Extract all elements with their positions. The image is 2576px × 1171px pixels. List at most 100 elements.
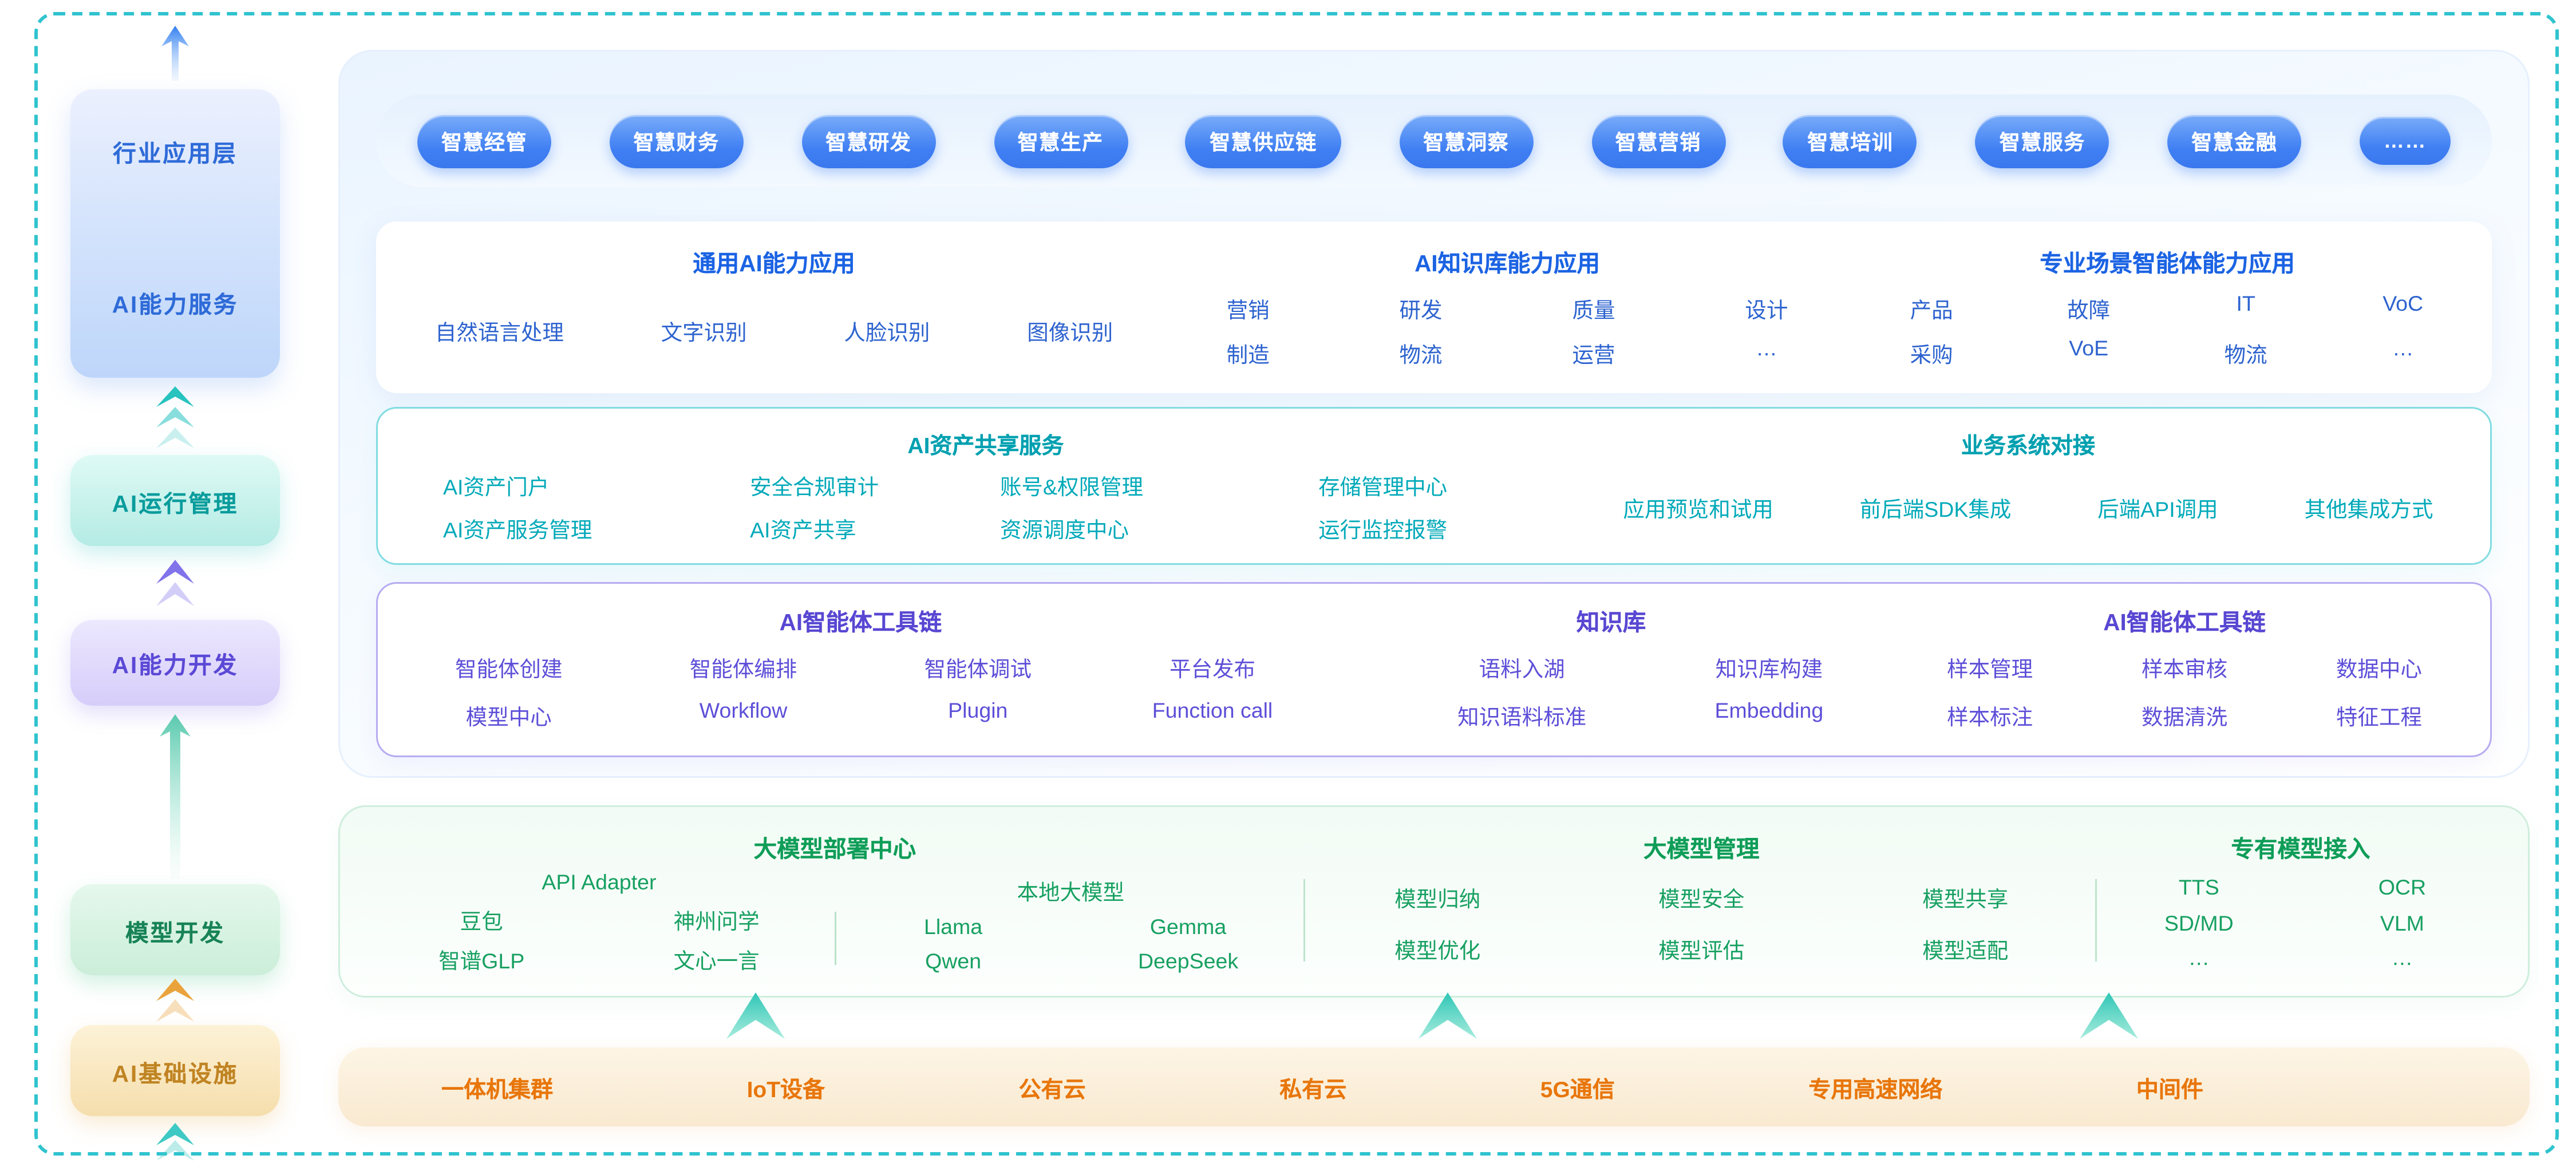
up-chevrons-icon bbox=[156, 386, 194, 448]
application-capability-panel: 智慧经管 智慧财务 智慧研发 智慧生产 智慧供应链 智慧洞察 智慧营销 智慧培训… bbox=[338, 50, 2530, 778]
general-ai-capability-group: 通用AI能力应用 自然语言处理 文字识别 人脸识别 图像识别 bbox=[386, 235, 1161, 383]
business-system-integration-group: 业务系统对接 应用预览和试用 前后端SDK集成 后端API调用 其他集成方式 bbox=[1580, 419, 2476, 553]
app-pill-more: …… bbox=[2359, 117, 2451, 165]
capability-item: 制造 bbox=[1226, 343, 1270, 368]
vertical-divider bbox=[2095, 879, 2097, 962]
sample-item: 样本管理 bbox=[1947, 658, 2033, 682]
scenario-agent-capability-group: 专业场景智能体能力应用 产品 故障 IT VoC 采购 VoE 物流 … bbox=[1853, 235, 2482, 383]
model-deployment-group: 大模型部署中心 API Adapter 豆包 神州问学 智谱GLP 文心一言 本… bbox=[364, 821, 1306, 982]
up-arrow-icon bbox=[156, 979, 194, 1022]
asset-item: 存储管理中心 bbox=[1318, 476, 1448, 500]
toolchain-item: 智能体调试 bbox=[924, 658, 1032, 682]
model-item: 神州问学 bbox=[673, 909, 760, 933]
model-item: 模型评估 bbox=[1658, 938, 1745, 963]
capability-item: 故障 bbox=[2067, 298, 2111, 322]
app-pill: 智慧培训 bbox=[1783, 114, 1918, 168]
capability-item: … bbox=[2392, 337, 2414, 361]
app-pill: 智慧金融 bbox=[2167, 114, 2302, 168]
knowledge-item: 知识语料标准 bbox=[1457, 705, 1587, 729]
knowledge-item: Embedding bbox=[1714, 698, 1824, 722]
infrastructure-item: 一体机集群 bbox=[441, 1075, 554, 1102]
model-item: SD/MD bbox=[2164, 911, 2234, 935]
infrastructure-item: 专用高速网络 bbox=[1808, 1075, 1943, 1102]
capability-items-grid: 产品 故障 IT VoC 采购 VoE 物流 … bbox=[1853, 278, 2482, 383]
capability-item: … bbox=[1756, 337, 1777, 361]
toolchain-item: Function call bbox=[1152, 698, 1273, 722]
integration-items-row: 应用预览和试用 前后端SDK集成 后端API调用 其他集成方式 bbox=[1580, 460, 2476, 553]
up-arrow-icon bbox=[161, 26, 189, 81]
integration-item: 前后端SDK集成 bbox=[1859, 497, 2012, 521]
capability-item: IT bbox=[2236, 291, 2255, 315]
model-item: Llama bbox=[924, 915, 983, 939]
app-pill: 智慧研发 bbox=[801, 114, 936, 168]
app-pill: 智慧服务 bbox=[1975, 114, 2109, 168]
asset-item: 资源调度中心 bbox=[1000, 517, 1129, 542]
agent-toolchain-card: AI智能体工具链 智能体创建 智能体编排 智能体调试 平台发布 模型中心 Wor… bbox=[376, 582, 2492, 757]
infrastructure-item: IoT设备 bbox=[746, 1075, 825, 1102]
infrastructure-item: 公有云 bbox=[1018, 1075, 1086, 1102]
group-title: AI知识库能力应用 bbox=[1415, 251, 1601, 276]
asset-item: 安全合规审计 bbox=[750, 476, 879, 500]
capability-item: 研发 bbox=[1399, 298, 1443, 322]
toolchain-item: 平台发布 bbox=[1170, 658, 1256, 682]
group-title: 大模型部署中心 bbox=[753, 836, 916, 862]
asset-item: AI资产门户 bbox=[443, 476, 550, 500]
sample-item: 数据清洗 bbox=[2142, 705, 2228, 729]
knowledge-item: 语料入湖 bbox=[1479, 658, 1565, 682]
sample-item: 数据中心 bbox=[2336, 658, 2422, 682]
local-models-subgroup: 本地大模型 Llama Gemma Qwen DeepSeek bbox=[836, 864, 1306, 982]
subgroup-title: API Adapter bbox=[542, 871, 657, 895]
architecture-main: 智慧经管 智慧财务 智慧研发 智慧生产 智慧供应链 智慧洞察 智慧营销 智慧培训… bbox=[338, 50, 2530, 1149]
layer-label: 模型开发 bbox=[125, 919, 225, 945]
infrastructure-item: 私有云 bbox=[1279, 1075, 1347, 1102]
capability-item: VoC bbox=[2383, 291, 2424, 315]
sidebar-layer-industry-application: 行业应用层 AI能力服务 bbox=[70, 89, 280, 378]
app-pill: 智慧营销 bbox=[1591, 114, 1725, 168]
sample-items-grid: 样本管理 样本审核 数据中心 样本标注 数据清洗 特征工程 bbox=[1893, 637, 2476, 745]
group-title: 专业场景智能体能力应用 bbox=[2040, 251, 2295, 276]
model-item: 文心一言 bbox=[673, 949, 760, 974]
model-item: 模型安全 bbox=[1658, 888, 1745, 912]
up-arrow-icon bbox=[160, 714, 191, 879]
capability-item: 物流 bbox=[1399, 343, 1443, 368]
group-title: 专有模型接入 bbox=[2231, 836, 2370, 862]
layer-label: AI能力开发 bbox=[112, 652, 239, 678]
capability-item: 物流 bbox=[2224, 343, 2267, 368]
group-title: 通用AI能力应用 bbox=[693, 251, 855, 276]
toolchain-item: 智能体创建 bbox=[455, 658, 563, 682]
capability-item: 运营 bbox=[1572, 343, 1615, 368]
integration-item: 应用预览和试用 bbox=[1623, 497, 1773, 521]
capability-item: 设计 bbox=[1745, 298, 1788, 322]
sidebar-layer-ai-operation: AI运行管理 bbox=[70, 455, 280, 546]
capability-item: 产品 bbox=[1910, 298, 1953, 322]
up-arrow-icon bbox=[2080, 992, 2138, 1039]
model-item: 模型共享 bbox=[1922, 888, 2009, 912]
toolchain-item: 模型中心 bbox=[465, 705, 552, 729]
sidebar-layer-ai-capability-development: AI能力开发 bbox=[70, 620, 280, 706]
knowledge-item: 知识库构建 bbox=[1715, 658, 1823, 682]
layer-label: AI能力服务 bbox=[112, 292, 239, 318]
layer-label: 行业应用层 bbox=[113, 141, 238, 167]
capability-item: 图像识别 bbox=[1027, 321, 1113, 345]
vertical-divider bbox=[833, 912, 836, 965]
asset-item: AI资产服务管理 bbox=[443, 517, 592, 542]
asset-sharing-group: AI资产共享服务 AI资产门户 安全合规审计 账号&权限管理 存储管理中心 AI… bbox=[392, 419, 1580, 553]
group-title: 大模型管理 bbox=[1643, 836, 1760, 862]
model-item: OCR bbox=[2378, 875, 2427, 900]
layer-label: AI运行管理 bbox=[112, 490, 239, 516]
capability-item: 人脸识别 bbox=[844, 321, 930, 345]
subgroup-title: 本地大模型 bbox=[1017, 880, 1125, 904]
infrastructure-item: 5G通信 bbox=[1540, 1075, 1615, 1102]
model-item: TTS bbox=[2178, 875, 2219, 900]
large-model-panel: 大模型部署中心 API Adapter 豆包 神州问学 智谱GLP 文心一言 本… bbox=[338, 805, 2530, 998]
up-arrow-icon bbox=[1419, 992, 1477, 1039]
group-title: 知识库 bbox=[1576, 610, 1646, 635]
layer-label: AI基础设施 bbox=[112, 1060, 239, 1086]
knowledge-base-capability-group: AI知识库能力应用 营销 研发 质量 设计 制造 物流 运营 … bbox=[1161, 235, 1853, 383]
deployment-content: API Adapter 豆包 神州问学 智谱GLP 文心一言 本地大模型 Lla… bbox=[364, 864, 1306, 982]
toolchain-item: Plugin bbox=[948, 698, 1008, 722]
toolchain-item: Workflow bbox=[699, 698, 788, 722]
model-item: … bbox=[2391, 946, 2413, 971]
model-item: Qwen bbox=[925, 948, 982, 973]
